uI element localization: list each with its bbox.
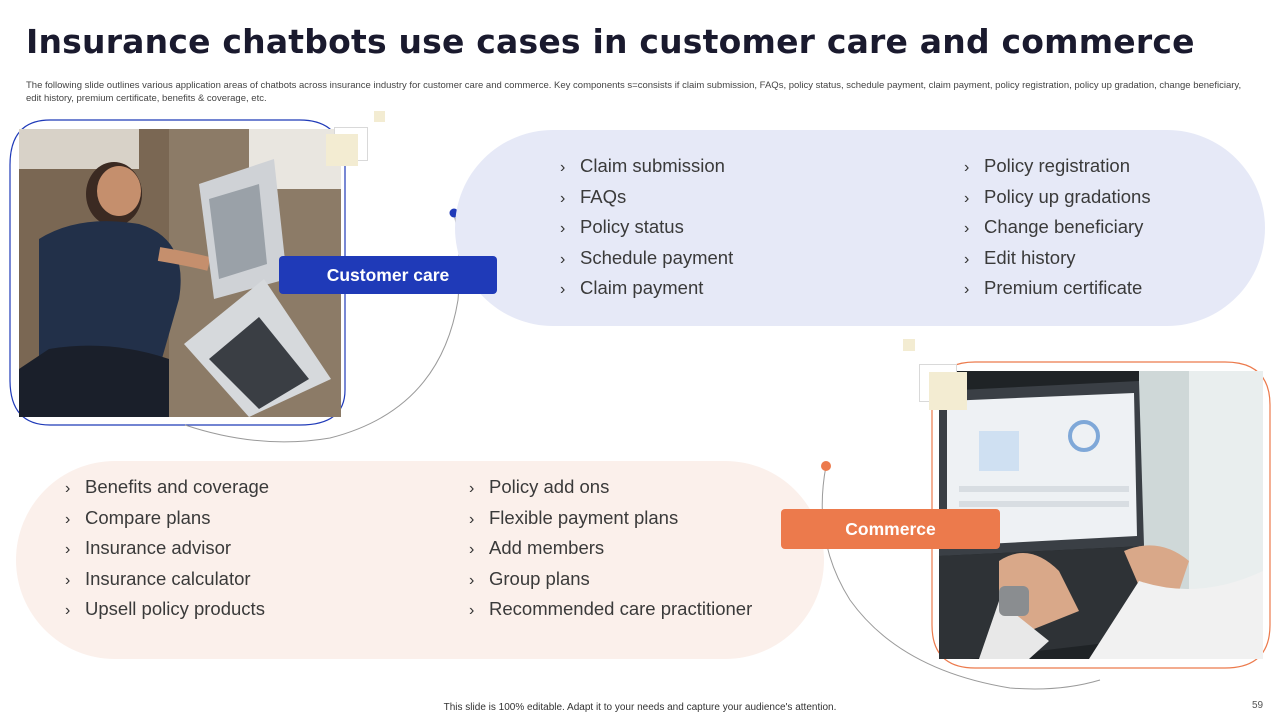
list-item: ›Claim payment — [560, 273, 733, 304]
page-subtitle: The following slide outlines various app… — [26, 80, 1242, 104]
chevron-right-icon: › — [469, 602, 475, 619]
chevron-right-icon: › — [560, 159, 566, 176]
decor-square — [929, 372, 967, 410]
list-item: ›Flexible payment plans — [469, 503, 752, 534]
list-item: ›Insurance calculator — [65, 564, 269, 595]
list-item: ›Policy add ons — [469, 472, 752, 503]
customer-care-label: Customer care — [279, 256, 497, 294]
commerce-photo — [939, 371, 1263, 659]
customer-care-list-left: ›Claim submission ›FAQs ›Policy status ›… — [560, 151, 733, 304]
list-item: ›Compare plans — [65, 503, 269, 534]
list-item: ›Group plans — [469, 564, 752, 595]
list-item: ›Benefits and coverage — [65, 472, 269, 503]
chevron-right-icon: › — [964, 189, 970, 207]
chevron-right-icon: › — [560, 189, 566, 207]
list-item: ›Edit history — [964, 243, 1151, 274]
list-item: ›Policy registration — [964, 151, 1151, 182]
commerce-list-right: ›Policy add ons ›Flexible payment plans … — [469, 472, 752, 625]
commerce-dot — [821, 461, 831, 471]
list-item: ›FAQs — [560, 182, 733, 213]
chevron-right-icon: › — [964, 159, 970, 176]
list-item: ›Change beneficiary — [964, 212, 1151, 243]
list-item: ›Policy status — [560, 212, 733, 243]
list-item: ›Claim submission — [560, 151, 733, 182]
chevron-right-icon: › — [469, 480, 475, 497]
decor-square — [374, 111, 385, 122]
commerce-panel — [16, 461, 824, 659]
chevron-right-icon: › — [65, 510, 71, 528]
list-item: ›Schedule payment — [560, 243, 733, 274]
chevron-right-icon: › — [964, 220, 970, 237]
list-item: ›Recommended care practitioner — [469, 594, 752, 625]
list-item: ›Premium certificate — [964, 273, 1151, 304]
decor-square — [903, 339, 915, 351]
list-item: ›Insurance advisor — [65, 533, 269, 564]
chevron-right-icon: › — [560, 250, 566, 268]
list-item: ›Add members — [469, 533, 752, 564]
chevron-right-icon: › — [469, 541, 475, 558]
commerce-label: Commerce — [781, 509, 1000, 549]
chevron-right-icon: › — [65, 571, 71, 589]
chevron-right-icon: › — [65, 480, 71, 497]
customer-care-panel — [455, 130, 1265, 326]
chevron-right-icon: › — [964, 250, 970, 268]
customer-care-photo — [19, 129, 341, 417]
chevron-right-icon: › — [560, 281, 566, 298]
list-item: ›Upsell policy products — [65, 594, 269, 625]
decor-square — [326, 134, 358, 166]
list-item: ›Policy up gradations — [964, 182, 1151, 213]
chevron-right-icon: › — [65, 602, 71, 619]
chevron-right-icon: › — [65, 541, 71, 558]
chevron-right-icon: › — [560, 220, 566, 237]
chevron-right-icon: › — [469, 571, 475, 589]
page-number: 59 — [1252, 700, 1264, 711]
chevron-right-icon: › — [964, 281, 970, 298]
page-title: Insurance chatbots use cases in customer… — [26, 22, 1195, 61]
chevron-right-icon: › — [469, 510, 475, 528]
customer-care-list-right: ›Policy registration ›Policy up gradatio… — [964, 151, 1151, 304]
footer-note: This slide is 100% editable. Adapt it to… — [443, 702, 837, 713]
commerce-list-left: ›Benefits and coverage ›Compare plans ›I… — [65, 472, 269, 625]
